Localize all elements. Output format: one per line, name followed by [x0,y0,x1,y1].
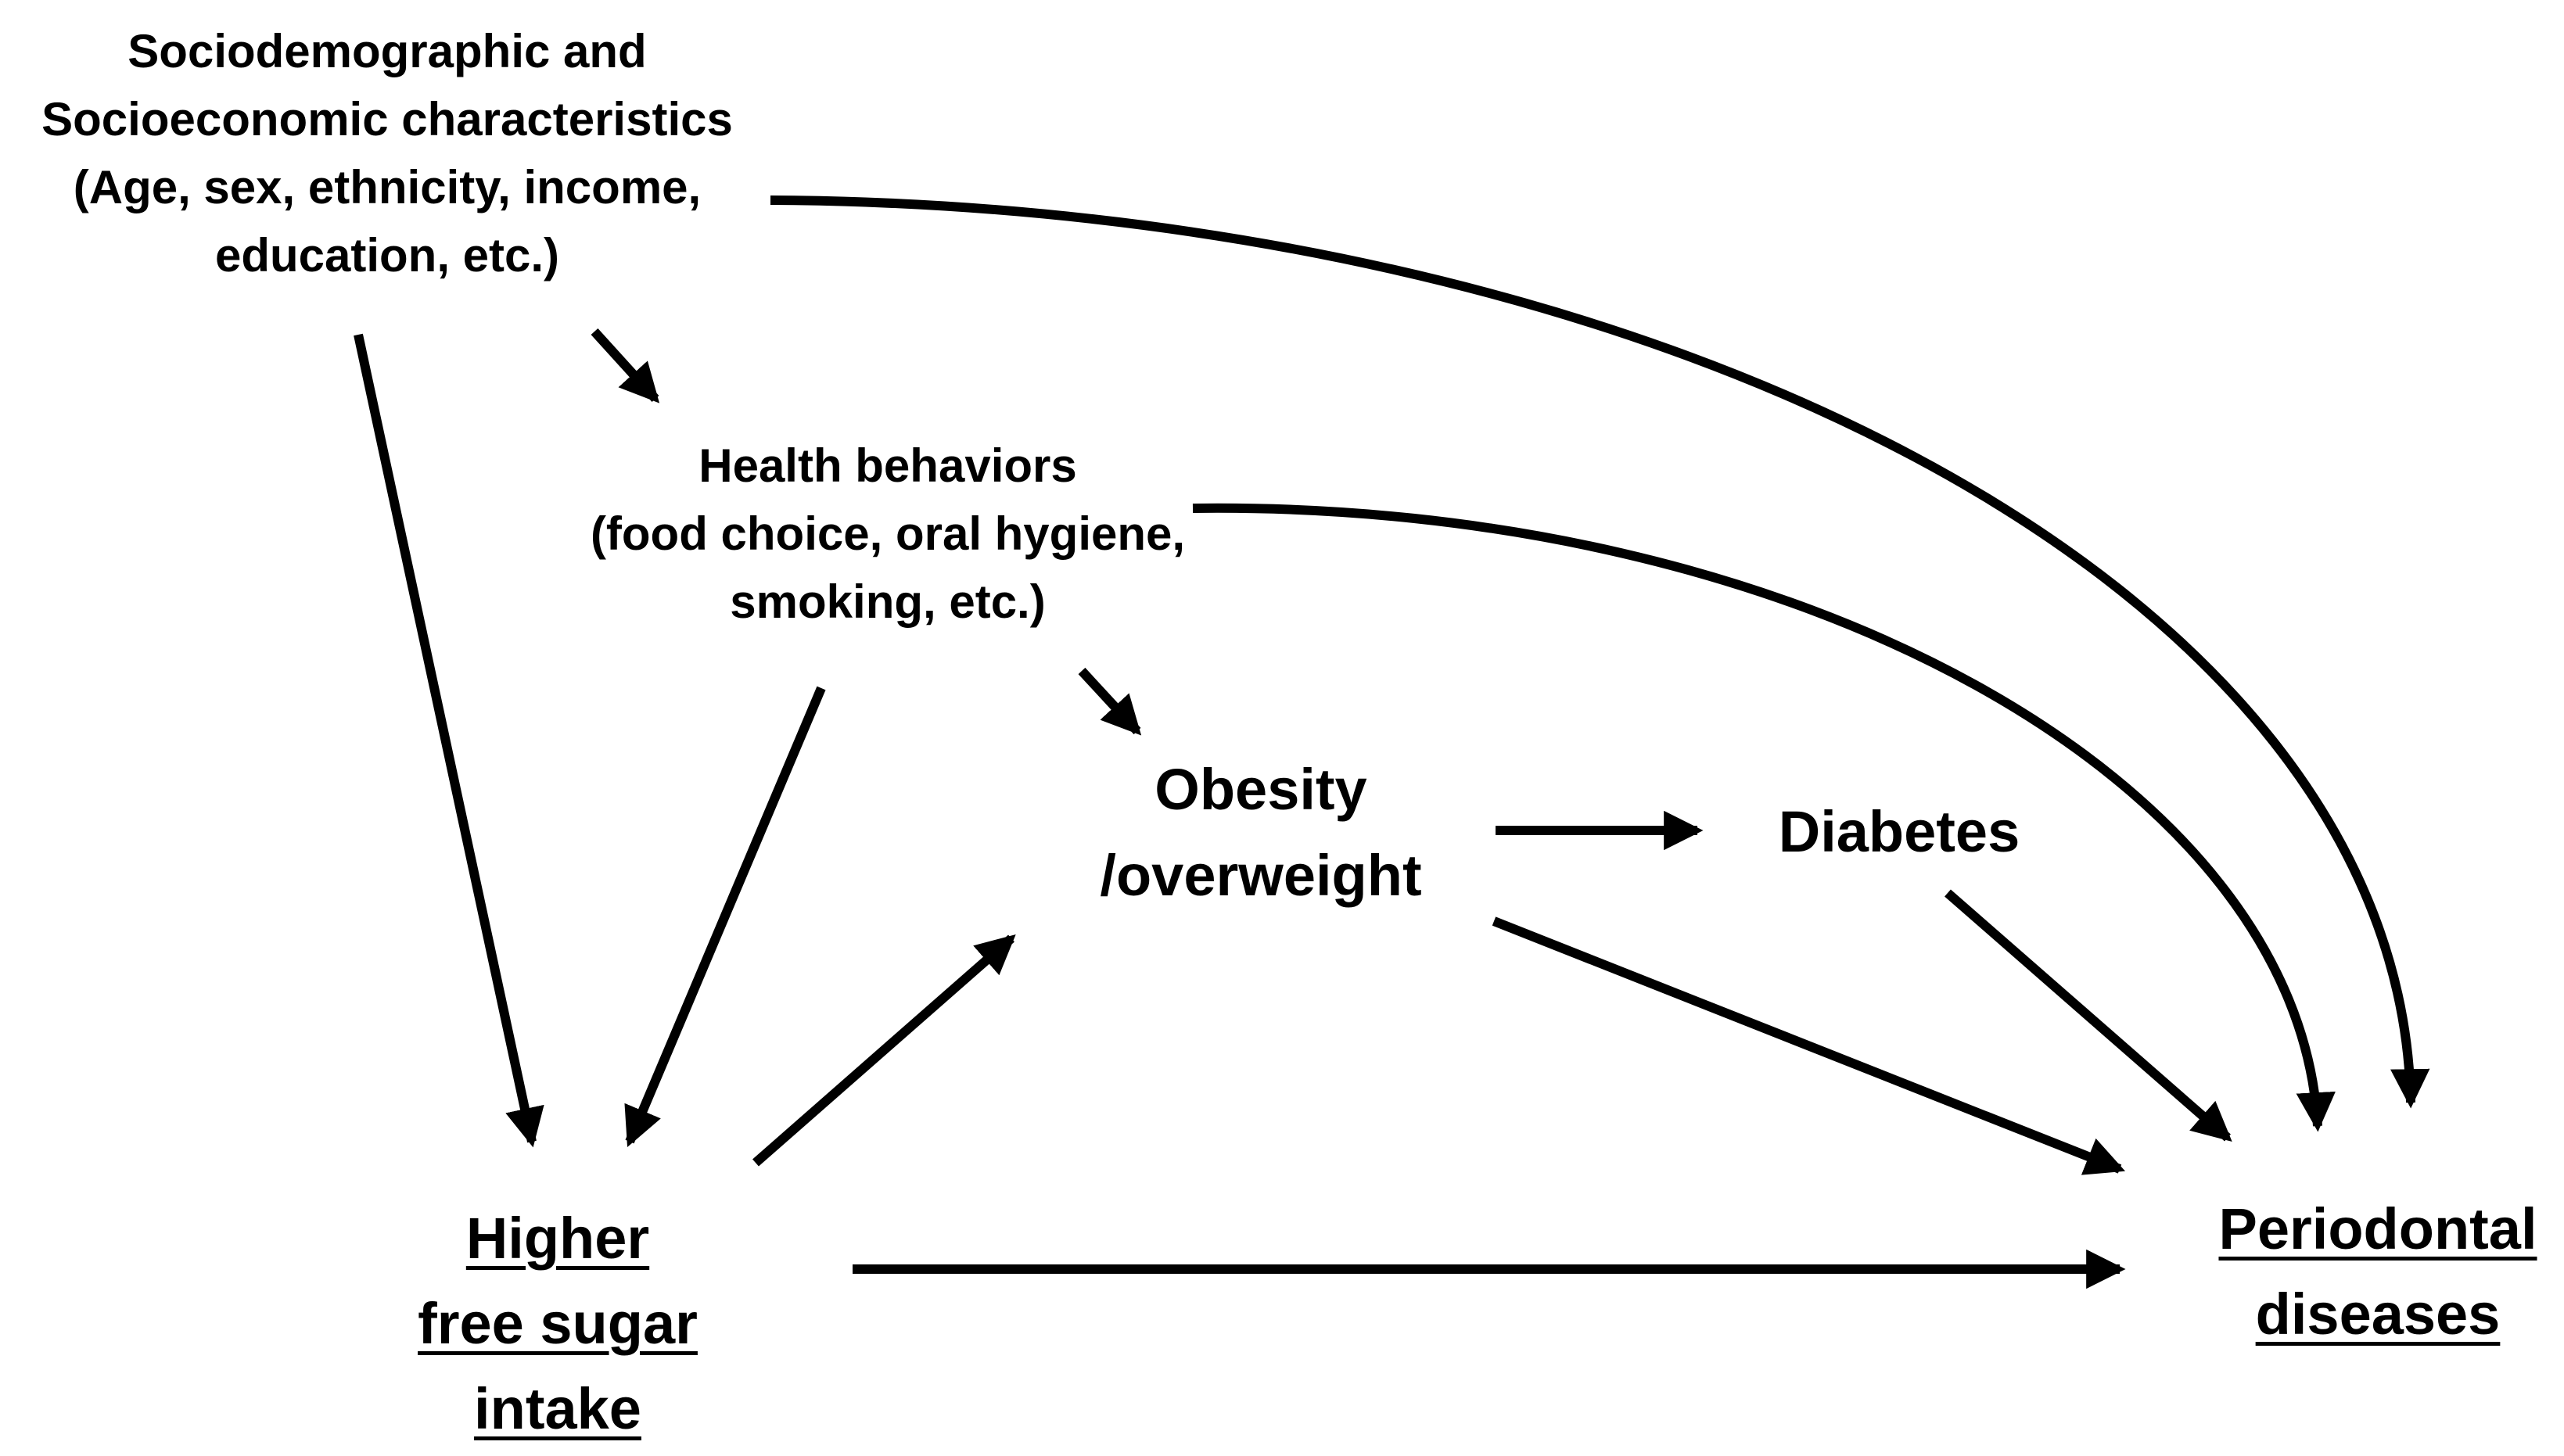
node-diabetes-line-1: Diabetes [1778,799,2020,864]
node-sugar-line-1: Higher [465,1206,650,1271]
node-health-line-3: smoking, etc.) [730,576,1046,628]
node-perio-line-2: diseases [2255,1281,2501,1347]
node-obesity-line-2: /overweight [1100,842,1422,908]
edge-ses-to-health-behaviors [591,328,660,403]
node-health-line-1: Health behaviors [698,439,1077,492]
node-sugar-line-2: free sugar [418,1290,698,1356]
edge-health-behaviors-to-obesity [1078,667,1142,736]
node-ses-line-1: Sociodemographic and [127,25,647,77]
node-health-behaviors: Health behaviors (food choice, oral hygi… [591,432,1185,636]
edge-diabetes-to-periodontal [1945,889,2232,1142]
node-sociodemographic-socioeconomic: Sociodemographic and Socioeconomic chara… [41,17,733,289]
edge-ses-to-periodontal [770,195,2430,1109]
node-ses-line-3: (Age, sex, ethnicity, income, [73,161,702,213]
node-health-line-2: (food choice, oral hygiene, [590,507,1186,560]
node-higher-free-sugar-intake: Higher free sugar intake [418,1196,698,1451]
node-ses-line-4: education, etc.) [214,229,560,282]
edge-sugar-intake-to-obesity [752,934,1016,1167]
edge-ses-to-sugar-intake [354,333,544,1148]
node-perio-line-1: Periodontal [2218,1196,2537,1261]
edge-health-behaviors-to-sugar-intake [624,686,826,1147]
node-periodontal-diseases: Periodontal diseases [2218,1187,2537,1357]
edge-health-behaviors-to-periodontal [1192,503,2336,1132]
node-diabetes: Diabetes [1779,790,2020,873]
node-obesity-overweight: Obesity /overweight [1100,747,1421,918]
edge-obesity-to-periodontal [1492,916,2126,1175]
node-ses-line-2: Socioeconomic characteristics [41,93,733,145]
node-obesity-line-1: Obesity [1155,757,1367,822]
node-sugar-line-3: intake [474,1375,641,1441]
